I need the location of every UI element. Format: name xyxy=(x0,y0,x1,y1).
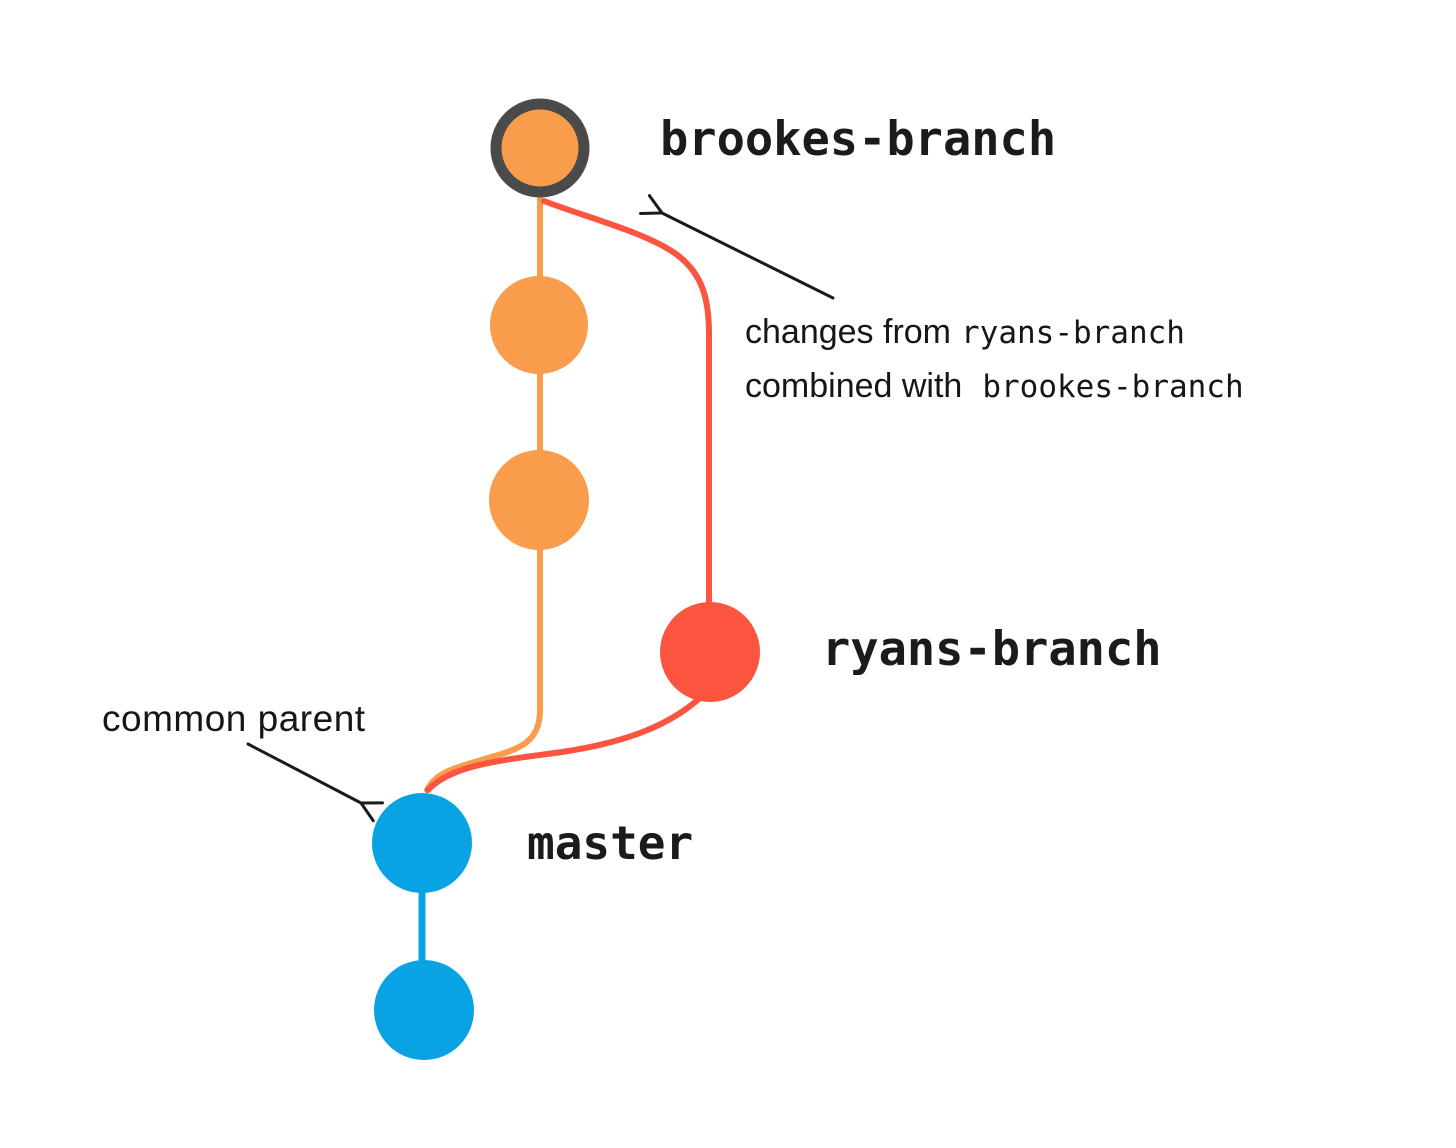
branch-edge-brookes xyxy=(424,195,543,793)
commit-node-brookes-head xyxy=(490,98,590,198)
commit-node-brookes-2 xyxy=(490,276,588,374)
merge-note-line2-code: brookes-branch xyxy=(982,369,1244,405)
annotation-common-parent: common parent xyxy=(102,698,366,739)
commit-node-brookes-3 xyxy=(489,450,589,550)
merge-edge-ryans-into-brookes xyxy=(541,198,712,607)
commit-node-master-initial xyxy=(374,960,474,1060)
common-parent-arrow xyxy=(246,742,384,823)
merge-note-line-1: changes from ryans-branch xyxy=(745,306,1244,360)
merge-note-arrow xyxy=(639,194,835,300)
annotation-merge-note: changes from ryans-branch combined with br… xyxy=(745,306,1244,414)
label-brookes-branch: brookes-branch xyxy=(660,112,1057,167)
merge-note-line-2: combined with brookes-branch xyxy=(745,360,1244,414)
commit-node-common-parent xyxy=(372,793,472,893)
label-ryans-branch: ryans-branch xyxy=(822,622,1162,677)
commit-node-ryans xyxy=(660,602,760,702)
merge-note-line1-text: changes from xyxy=(745,313,951,351)
merge-note-line1-code: ryans-branch xyxy=(961,315,1185,351)
merge-note-line2-text: combined with xyxy=(745,367,963,405)
branch-edge-ryans-from-parent xyxy=(425,694,704,793)
label-master: master xyxy=(527,816,694,870)
